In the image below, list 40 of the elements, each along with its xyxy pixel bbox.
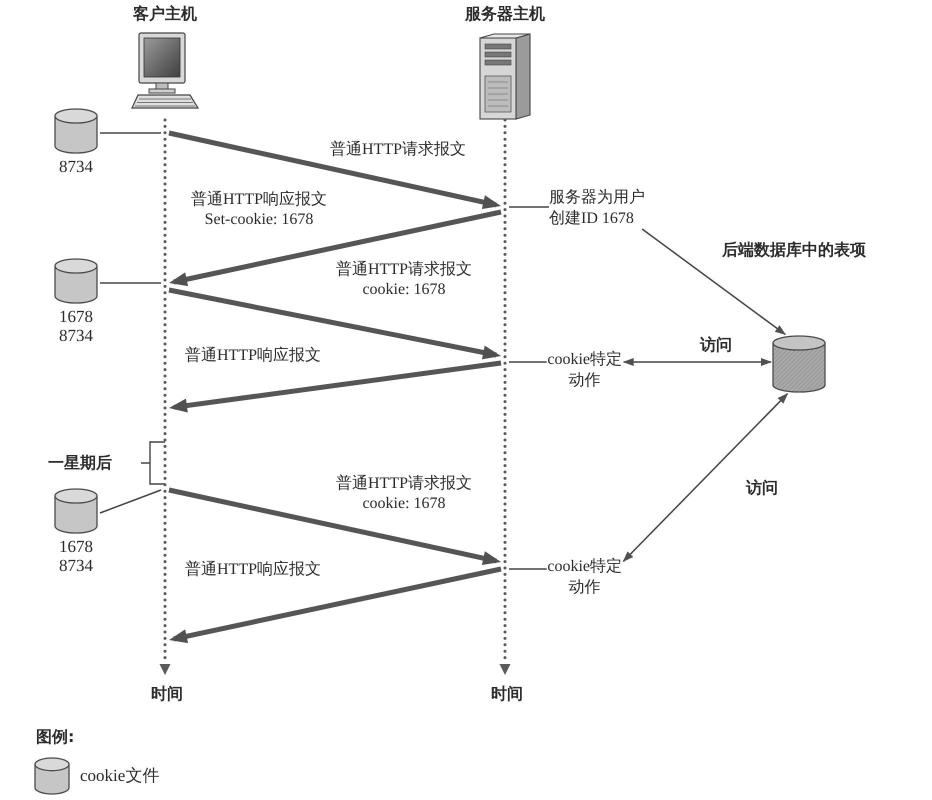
message-label: 普通HTTP响应报文 (185, 560, 322, 580)
message-label: 普通HTTP响应报文 (185, 346, 322, 366)
host-title: 服务器主机 (465, 4, 545, 24)
edge-label: 后端数据库中的表项 (722, 240, 867, 260)
message-label: 普通HTTP请求报文 (330, 140, 467, 160)
leader-line (509, 206, 549, 208)
cookie-value: 8734 (59, 326, 93, 345)
legend-title: 图例: (36, 727, 74, 747)
arrow (642, 228, 786, 335)
annotation-text: cookie特定动作 (546, 556, 623, 598)
leader-line (509, 361, 547, 363)
leader-line (509, 568, 547, 570)
annotation-text: 服务器为用户创建ID 1678 (549, 187, 646, 229)
time-axis-label: 时间 (491, 684, 523, 704)
cookie-value: 8734 (59, 556, 93, 575)
leader-line (100, 489, 162, 514)
legend-label: cookie文件 (80, 766, 160, 786)
message-arrow (169, 360, 502, 412)
cookie-value: 1678 (59, 537, 93, 556)
double-arrow (622, 358, 772, 366)
edge-label: 访问 (746, 478, 779, 498)
message-label: 普通HTTP响应报文 Set-cookie: 1678 (190, 190, 328, 230)
cookie-value: 1678 (59, 307, 93, 326)
host-title: 客户主机 (133, 4, 197, 24)
time-axis-label: 时间 (151, 684, 183, 704)
double-arrow (622, 392, 788, 562)
message-arrow (168, 130, 501, 209)
leader-line (100, 282, 161, 284)
message-arrow (169, 210, 502, 286)
message-arrow (168, 488, 501, 565)
database-icon (772, 335, 826, 393)
edge-label: 访问 (700, 335, 733, 355)
message-arrow (169, 566, 502, 644)
message-arrow (168, 288, 501, 360)
cookie-value: 8734 (59, 157, 93, 176)
interval-label: 一星期后 (48, 453, 112, 473)
leader-line (100, 132, 161, 134)
annotation-text: cookie特定动作 (546, 349, 623, 391)
message-label: 普通HTTP请求报文 cookie: 1678 (336, 474, 472, 514)
message-label: 普通HTTP请求报文 cookie: 1678 (336, 260, 472, 300)
